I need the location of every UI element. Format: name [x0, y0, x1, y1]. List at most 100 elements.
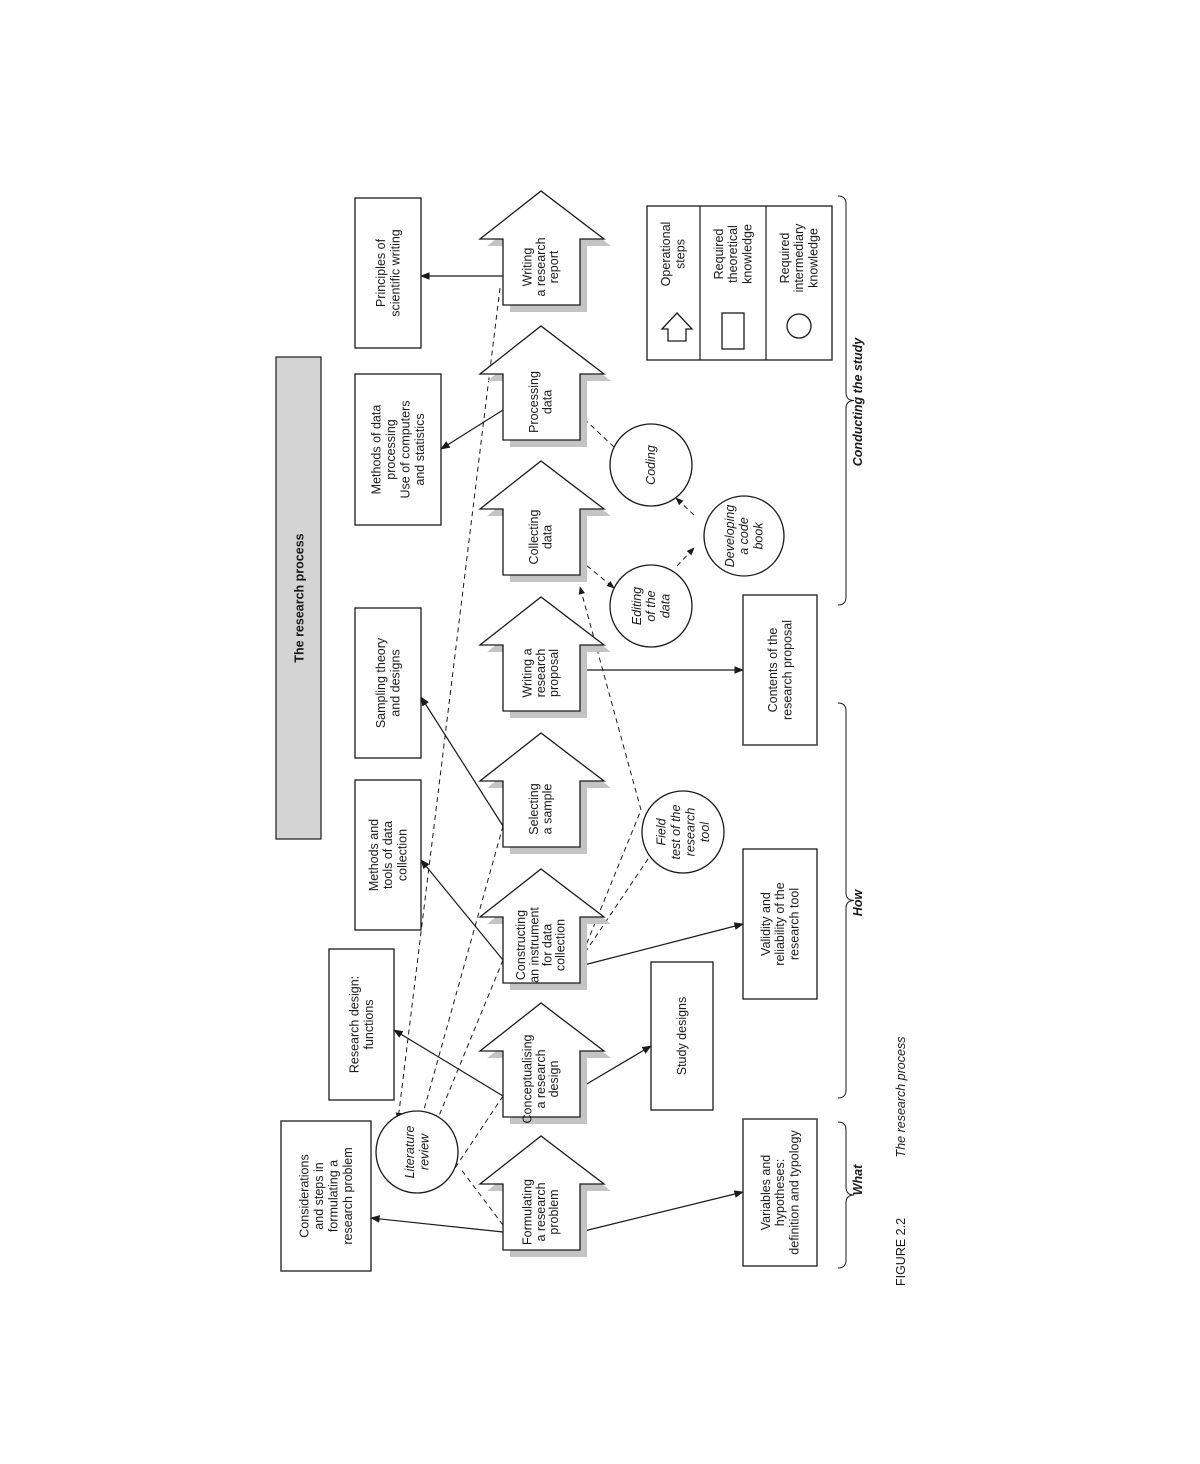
- step-label-3-line: an instrument: [527, 907, 541, 983]
- phase-brace-how: [837, 702, 855, 1099]
- intermediary-circle-1: [375, 1110, 459, 1194]
- intermediary-label-4-line: Developing: [723, 505, 737, 568]
- theory-box-bottom-4: [742, 594, 818, 746]
- intermediary-label-3: Editingof thedata: [630, 587, 673, 625]
- theory-bottom-label-4-line: research proposal: [780, 620, 794, 720]
- step-label-2-line: Conceptualising: [521, 1034, 535, 1123]
- theory-box-top-2: [328, 948, 395, 1101]
- intermediary-label-2: Fieldtest of theresearchtool: [655, 805, 712, 860]
- page-title: The research process: [292, 533, 306, 662]
- intermediary-label-5-line: Coding: [644, 445, 658, 485]
- step-label-8-line: report: [547, 250, 561, 283]
- solid-connector-2: [579, 1190, 744, 1233]
- theory-bottom-label-1-line: Variables and: [759, 1155, 773, 1231]
- theory-box-bottom-3: [742, 848, 818, 1000]
- step-label-5-line: Writing a: [521, 648, 535, 697]
- phase-label-how-line: How: [851, 889, 865, 917]
- theory-top-label-5-line: Methods of data: [370, 405, 384, 495]
- theory-top-label-1: Considerationsand steps informulating ar…: [298, 1147, 355, 1244]
- theory-bottom-label-3: Validity andreliability of theresearch t…: [759, 882, 802, 965]
- theory-top-label-3-line: Methods and: [367, 819, 381, 891]
- dashed-connector-2: [446, 1095, 504, 1181]
- step-label-8-line: a research: [534, 237, 548, 296]
- theory-box-bottom-2: [650, 961, 714, 1111]
- step-label-6-line: data: [540, 525, 554, 549]
- theory-top-label-2-line: Research design:: [348, 976, 362, 1073]
- phase-label-conducting: Conducting the study: [851, 337, 865, 467]
- step-label-5-line: research: [534, 649, 548, 698]
- legend-arrow-icon: [660, 312, 694, 342]
- phase-label-what: What: [851, 1164, 865, 1195]
- theory-bottom-label-4-line: Contents of the: [766, 628, 780, 713]
- legend-operational-label-line: steps: [673, 239, 687, 269]
- intermediary-label-2-line: research: [683, 808, 697, 857]
- legend-theoretical-label: Requiredtheoreticalknowledge: [712, 224, 755, 284]
- step-arrow-3: [478, 868, 606, 984]
- dashed-connector-8: [578, 586, 642, 811]
- theory-top-label-4-line: Sampling theory: [374, 637, 388, 728]
- legend-intermediary-label-line: Required: [778, 233, 792, 284]
- theory-top-label-6: Principles ofscientific writing: [374, 229, 402, 317]
- theory-top-label-3: Methods andtools of datacollection: [367, 819, 410, 891]
- theory-top-label-4: Sampling theoryand designs: [374, 637, 402, 728]
- legend-operational-label: Operationalsteps: [659, 222, 687, 287]
- step-label-7: Processingdata: [527, 371, 554, 433]
- solid-connector-6: [579, 922, 744, 967]
- dashed-connector-11: [675, 497, 695, 516]
- step-label-3-line: Constructing: [514, 910, 528, 980]
- intermediary-label-3-line: of the: [644, 590, 658, 621]
- legend-intermediary-label-line: knowledge: [807, 228, 821, 288]
- step-label-1-line: Formulating: [521, 1179, 535, 1245]
- page-title-line: The research process: [292, 533, 306, 662]
- intermediary-circle-3: [609, 564, 693, 648]
- theory-bottom-label-3-line: Validity and: [759, 892, 773, 956]
- intermediary-circle-5: [609, 423, 693, 507]
- figure-caption: The research process: [894, 1037, 908, 1158]
- theory-top-label-1-line: Considerations: [298, 1154, 312, 1237]
- theory-top-label-5: Methods of dataprocessingUse of computer…: [370, 401, 427, 499]
- step-label-4-line: Selecting: [527, 783, 541, 834]
- step-label-7-line: Processing: [527, 371, 541, 433]
- step-label-8: Writinga researchreport: [521, 237, 561, 296]
- step-label-3-line: collection: [554, 919, 568, 971]
- dashed-connector-10: [676, 547, 695, 567]
- dashed-connector-3: [433, 959, 504, 1129]
- theory-bottom-label-1-line: definition and typology: [788, 1130, 802, 1255]
- intermediary-label-1-line: review: [417, 1133, 431, 1170]
- intermediary-label-2-line: tool: [698, 821, 712, 842]
- phase-label-what-line: What: [851, 1164, 865, 1195]
- theory-top-label-5-line: Use of computers: [398, 401, 412, 499]
- phase-label-how: How: [851, 889, 865, 917]
- intermediary-label-4-line: book: [752, 522, 766, 550]
- step-arrow-5: [478, 596, 606, 712]
- step-arrow-4: [478, 732, 606, 848]
- theory-box-top-3: [354, 779, 422, 931]
- intermediary-label-2-line: Field: [655, 817, 669, 845]
- step-arrow-7: [478, 325, 606, 441]
- step-arrow-8: [478, 190, 606, 306]
- solid-connector-3: [393, 1029, 504, 1097]
- dashed-connector-4: [419, 825, 504, 1125]
- step-label-2-line: a research: [534, 1049, 548, 1108]
- title-bar: [275, 356, 322, 840]
- theory-bottom-label-4: Contents of theresearch proposal: [766, 620, 794, 720]
- phase-brace-what: [837, 1121, 855, 1269]
- theory-bottom-label-3-line: reliability of the: [773, 882, 787, 965]
- intermediary-label-2-line: test of the: [669, 805, 683, 860]
- legend-intermediary-label: Requiredintermediaryknowledge: [778, 223, 821, 293]
- intermediary-label-1: Literaturereview: [403, 1126, 431, 1179]
- step-label-5-line: proposal: [547, 649, 561, 697]
- figure-number-line: FIGURE 2.2: [894, 1218, 908, 1286]
- phase-brace-conducting: [837, 195, 855, 606]
- legend-intermediary-label-line: intermediary: [792, 223, 806, 293]
- legend-theoretical-label-line: knowledge: [741, 224, 755, 284]
- step-label-4: Selectinga sample: [527, 783, 554, 834]
- intermediary-circle-4: [703, 495, 785, 577]
- step-label-1-line: a research: [534, 1182, 548, 1241]
- step-label-3: Constructingan instrumentfor datacollect…: [514, 907, 568, 983]
- figure-number: FIGURE 2.2: [894, 1218, 908, 1286]
- legend-theoretical-label-line: theoretical: [726, 225, 740, 283]
- intermediary-label-5: Coding: [644, 445, 658, 485]
